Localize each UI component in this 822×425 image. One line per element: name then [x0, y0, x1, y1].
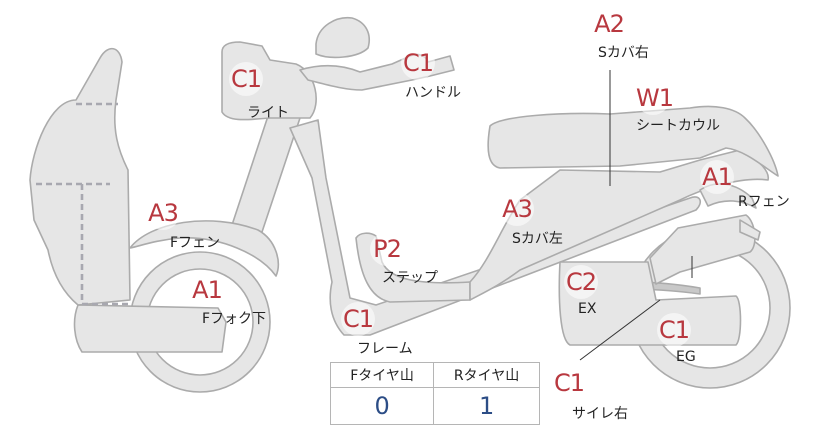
marker-exhaust-code: C2	[564, 265, 598, 299]
tread-value-rear: 1	[434, 388, 540, 425]
label-r-fender: Rフェン	[738, 191, 790, 211]
marker-light-code: C1	[229, 62, 263, 96]
marker-r-fender-code: A1	[700, 160, 734, 194]
tread-value-front: 0	[331, 388, 434, 425]
label-s-cover-l: Sカバ左	[512, 228, 563, 248]
label-engine: EG	[676, 349, 696, 365]
marker-f-fender-code: A3	[146, 196, 180, 230]
tread-header-front: Fタイヤ山	[331, 363, 434, 388]
tread-header-rear: Rタイヤ山	[434, 363, 540, 388]
marker-s-cover-l-code: A3	[500, 192, 534, 226]
label-seat-cowl: シートカウル	[636, 115, 720, 135]
marker-muffler-r-code: C1	[552, 366, 586, 400]
marker-s-cover-r-code: A2	[592, 7, 626, 41]
label-frame: フレーム	[357, 338, 413, 358]
marker-step-code: P2	[370, 232, 404, 266]
label-s-cover-r: Sカバ右	[598, 42, 649, 62]
label-handle: ハンドル	[405, 82, 461, 102]
label-exhaust: EX	[578, 301, 596, 317]
marker-f-fork-code: A1	[190, 273, 224, 307]
marker-frame-code: C1	[341, 302, 375, 336]
label-muffler-r: サイレ右	[572, 403, 628, 423]
mirror	[316, 18, 369, 58]
marker-handle-code: C1	[401, 46, 435, 80]
leg-shield	[30, 49, 130, 305]
label-f-fender: Fフェン	[170, 232, 220, 252]
label-step: ステップ	[382, 267, 438, 287]
tire-tread-table: Fタイヤ山 Rタイヤ山 0 1	[330, 362, 540, 425]
marker-engine-code: C1	[657, 313, 691, 347]
label-f-fork: Fフォク下	[202, 308, 266, 328]
label-light: ライト	[247, 102, 289, 122]
marker-seat-cowl-code: W1	[636, 81, 670, 115]
